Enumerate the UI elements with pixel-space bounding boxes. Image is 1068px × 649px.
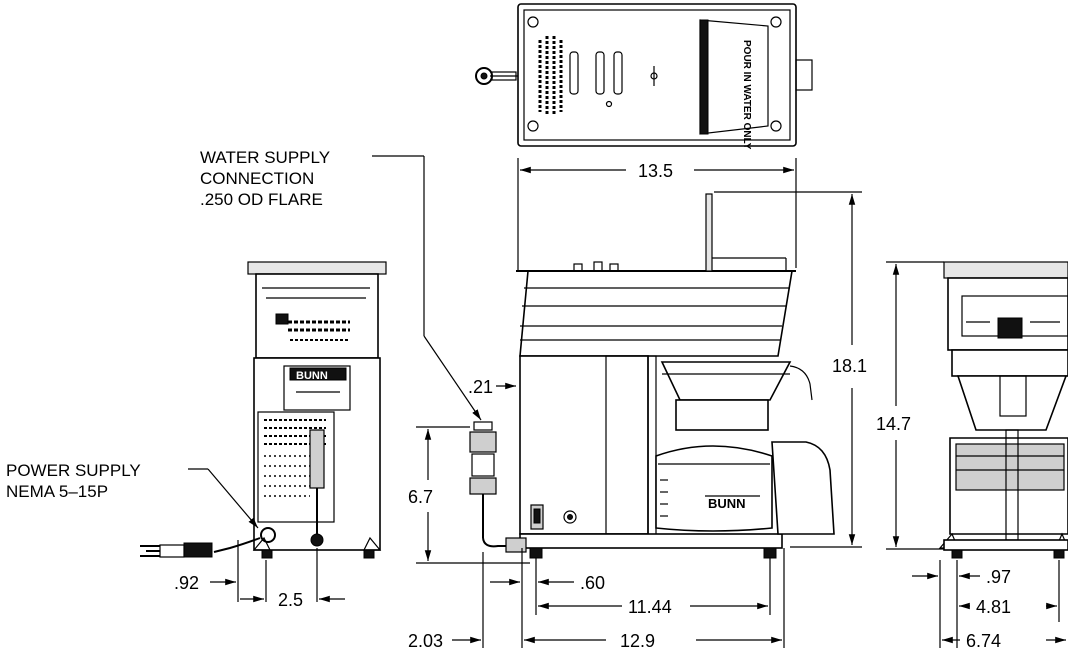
- decanter-brand: BUNN: [708, 496, 746, 511]
- dimension-lines: [188, 155, 1066, 648]
- dim-cord-92: .92: [174, 573, 199, 593]
- dim-offset-21: .21: [468, 377, 493, 397]
- water-callout-line3: .250 OD FLARE: [200, 190, 323, 209]
- dim-offset-203: 2.03: [408, 631, 443, 649]
- water-callout-line1: WATER SUPPLY: [200, 148, 330, 167]
- dim-base-129: 12.9: [620, 631, 655, 649]
- dim-overall-height: 18.1: [832, 356, 867, 376]
- top-view: POUR IN WATER ONLY: [475, 3, 813, 150]
- water-fitting: [469, 421, 527, 553]
- dim-water-height: 6.7: [408, 487, 433, 507]
- callout-water-supply: WATER SUPPLY CONNECTION .250 OD FLARE: [200, 148, 330, 209]
- water-callout-line2: CONNECTION: [200, 169, 314, 188]
- dim-side-97: .97: [986, 567, 1011, 587]
- dim-side-674: 6.74: [966, 631, 1001, 649]
- back-brand: BUNN: [296, 370, 328, 382]
- power-callout-line2: NEMA 5–15P: [6, 482, 108, 501]
- front-view: [938, 261, 1068, 559]
- dim-foot-60: .60: [580, 573, 605, 593]
- dim-top-width: 13.5: [638, 161, 673, 181]
- lid-warning-text: [538, 36, 563, 116]
- dimension-values: 13.5 18.1 14.7 .21 6.7 .60 11.44 12.9 2.…: [174, 161, 1011, 649]
- back-view: BUNN: [140, 261, 387, 559]
- power-cord: [140, 527, 276, 558]
- dim-side-481: 4.81: [976, 597, 1011, 617]
- power-callout-line1: POWER SUPPLY: [6, 461, 141, 480]
- callout-power-supply: POWER SUPPLY NEMA 5–15P: [6, 461, 141, 501]
- dim-base-1144: 11.44: [628, 597, 672, 617]
- back-label-lines: [288, 320, 350, 341]
- lid-label: POUR IN WATER ONLY: [741, 40, 752, 150]
- dim-cord-25: 2.5: [278, 590, 303, 610]
- side-view: BUNN: [469, 193, 835, 559]
- dim-side-height: 14.7: [876, 414, 911, 434]
